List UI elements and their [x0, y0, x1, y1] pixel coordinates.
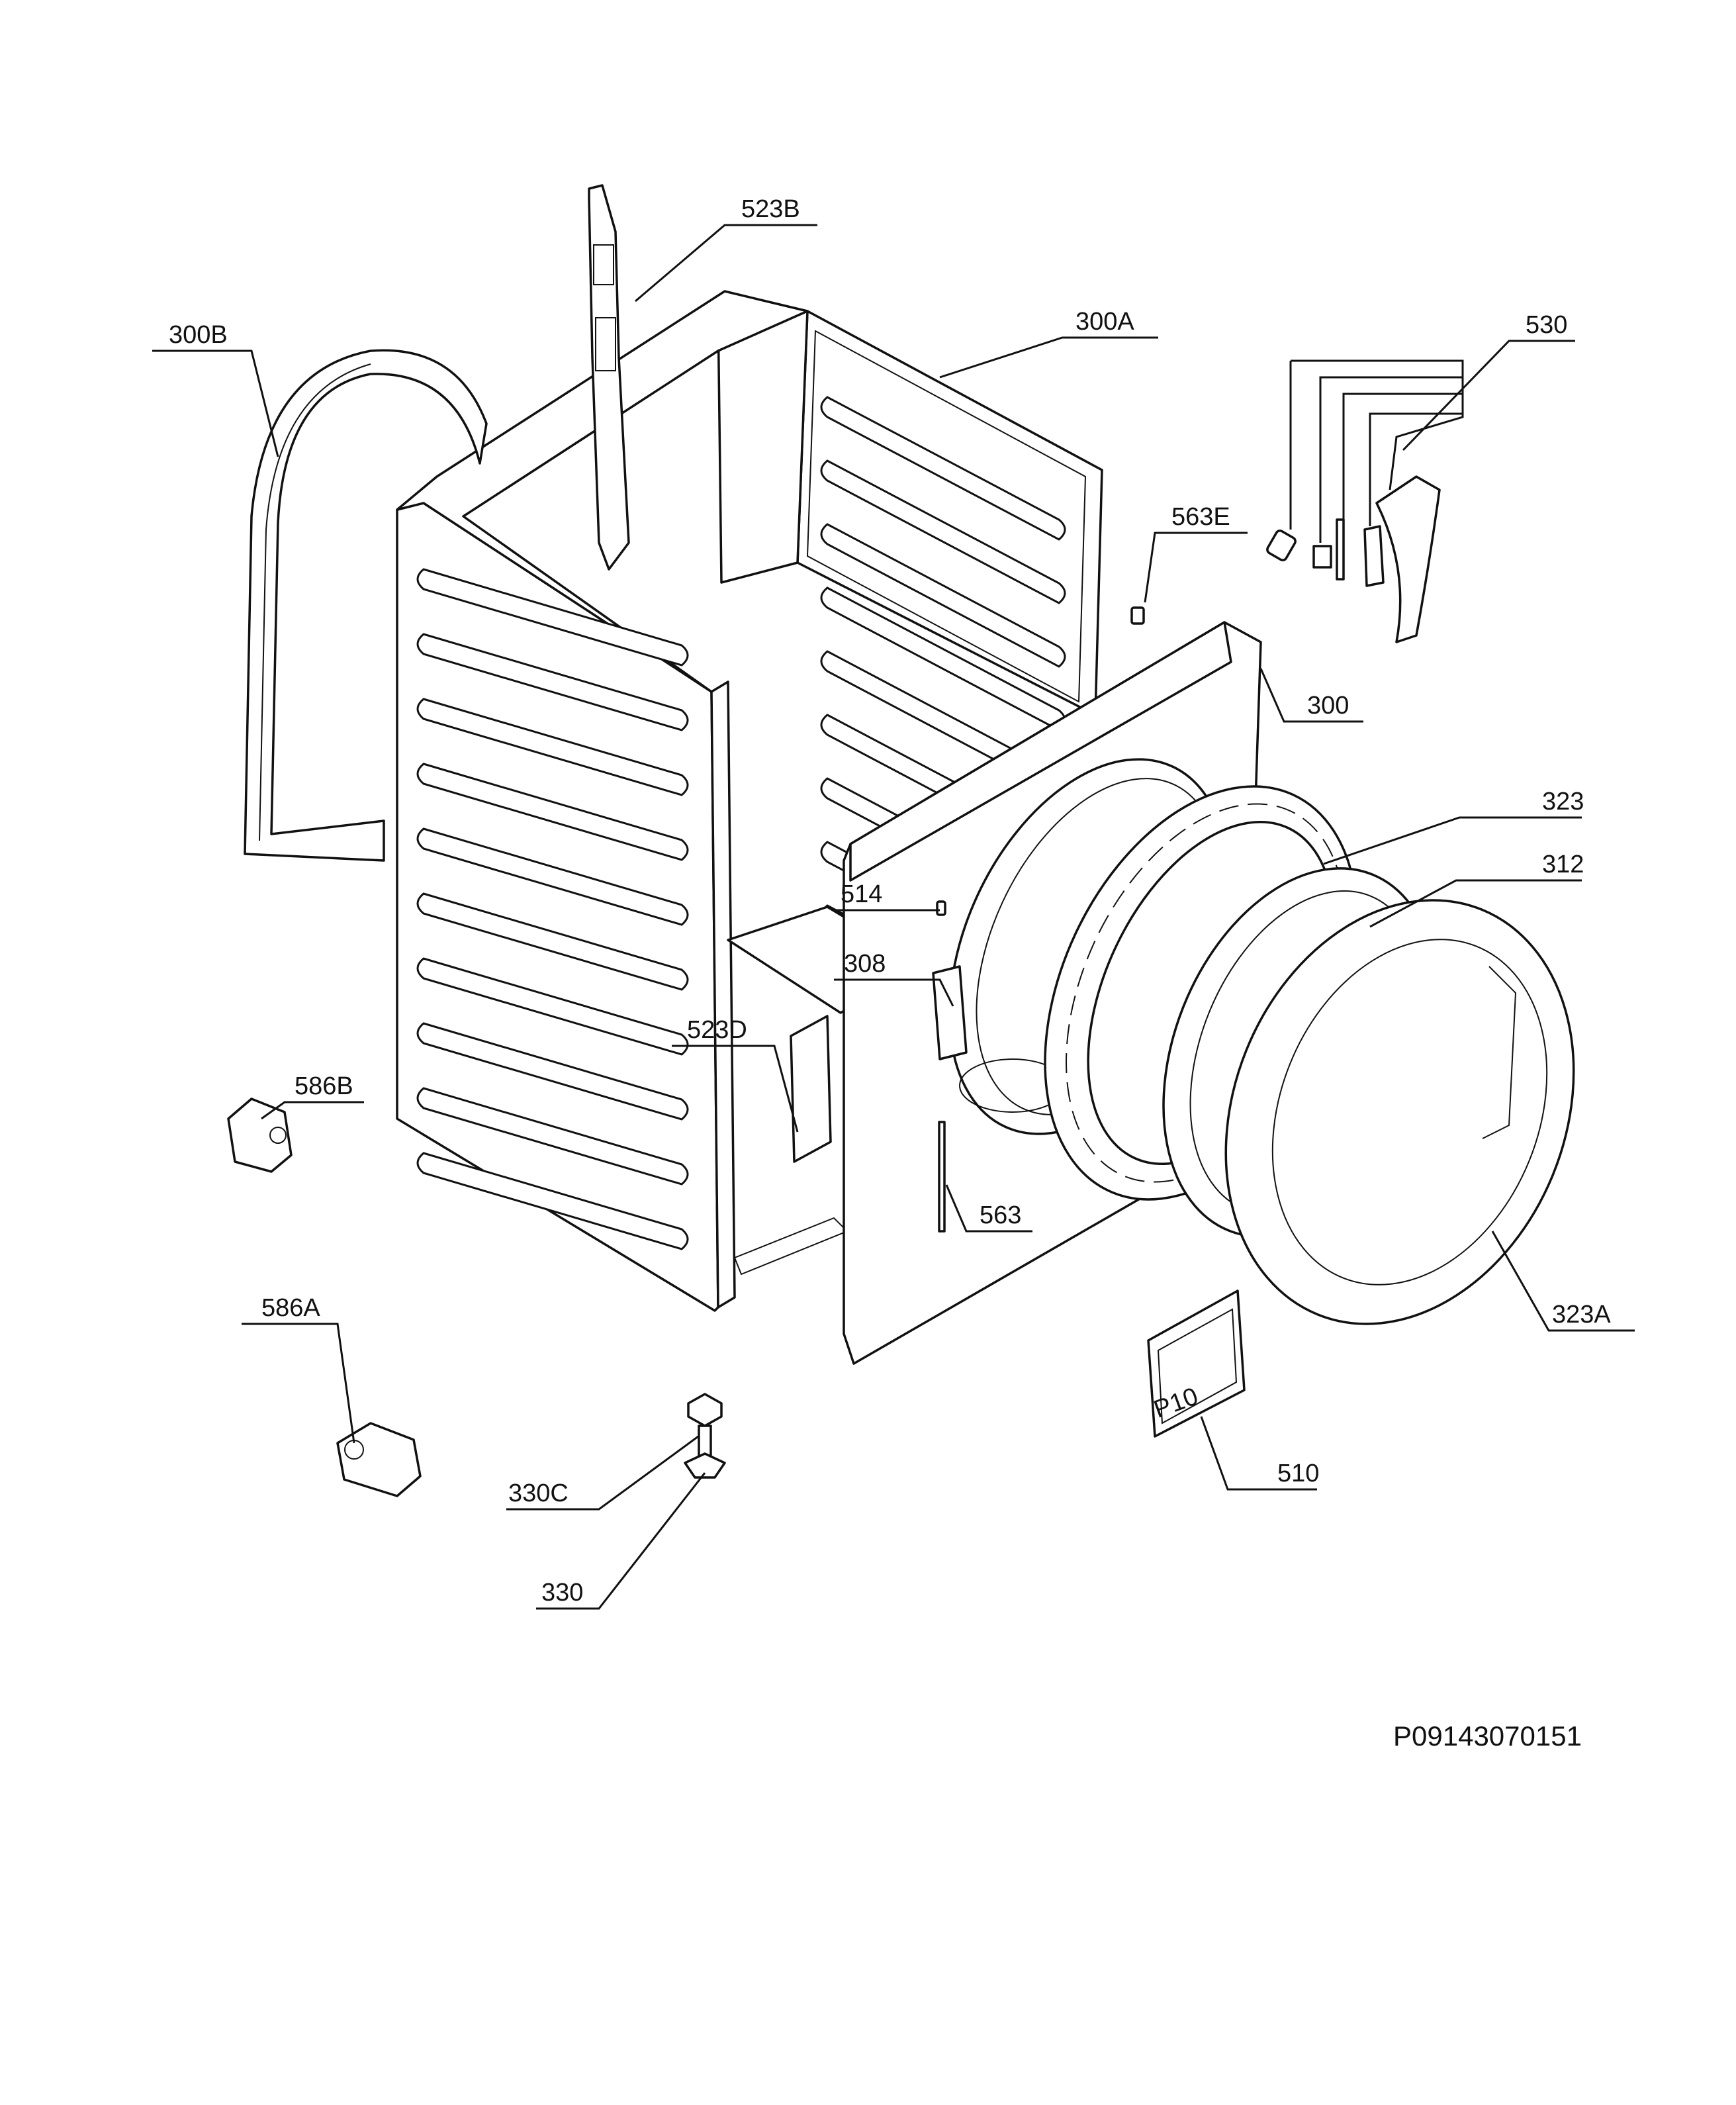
side-panel-rib [416, 1087, 689, 1186]
door-frame [1224, 899, 1575, 1325]
callout-300: 300 [1307, 692, 1349, 720]
callout-563E: 563E [1171, 503, 1230, 531]
side-panel-rib [416, 892, 689, 991]
rear-panel-rib [820, 523, 1066, 668]
callout-300B: 300B [169, 321, 228, 349]
drawing-code: P09143070151 [1393, 1720, 1582, 1752]
callout-labels: 523B 300B 300A 530 563E 300 323 312 514 … [169, 195, 1611, 1607]
callout-312: 312 [1542, 851, 1584, 878]
upper-bracket [588, 184, 630, 571]
callout-323: 323 [1542, 788, 1584, 816]
callout-323A: 323A [1552, 1301, 1611, 1329]
callout-330: 330 [541, 1579, 583, 1607]
filter-cover [1147, 1289, 1246, 1438]
hinge-parts [1266, 475, 1441, 643]
side-panel-rib [416, 827, 689, 926]
callout-586A: 586A [261, 1294, 320, 1322]
callout-300A: 300A [1075, 308, 1134, 336]
rear-panel-rib [820, 459, 1066, 604]
side-panel-rib [416, 1152, 689, 1250]
hose-holder-586B [227, 1098, 293, 1173]
nut-330C [687, 1393, 723, 1427]
side-panel-rib [416, 633, 689, 731]
callout-523D: 523D [687, 1016, 747, 1044]
rear-panel-rib [820, 396, 1066, 541]
side-panel-rib [416, 568, 689, 667]
side-cabinet-panel [396, 290, 809, 1312]
foot-330 [684, 1425, 726, 1479]
leader-lines [152, 224, 1635, 1610]
callout-308: 308 [844, 950, 886, 978]
hose-holder-586A [336, 1422, 422, 1497]
hinge-308 [932, 965, 968, 1060]
rear-seal-frame [244, 349, 488, 862]
callout-586B: 586B [295, 1072, 353, 1100]
side-panel-rib [416, 1022, 689, 1121]
callout-523B: 523B [741, 195, 800, 223]
screw-563E [1130, 606, 1145, 625]
callout-530: 530 [1526, 311, 1567, 339]
side-panel-rib [416, 763, 689, 861]
callout-563: 563 [980, 1201, 1021, 1229]
callout-510: 510 [1277, 1460, 1319, 1487]
side-panel-rib [416, 957, 689, 1056]
bracket-523D [790, 1015, 832, 1163]
side-panel-rib [416, 698, 689, 796]
callout-514: 514 [841, 880, 882, 908]
pin-563 [938, 1121, 946, 1233]
screw-514 [936, 900, 946, 916]
callout-330C: 330C [508, 1479, 569, 1507]
